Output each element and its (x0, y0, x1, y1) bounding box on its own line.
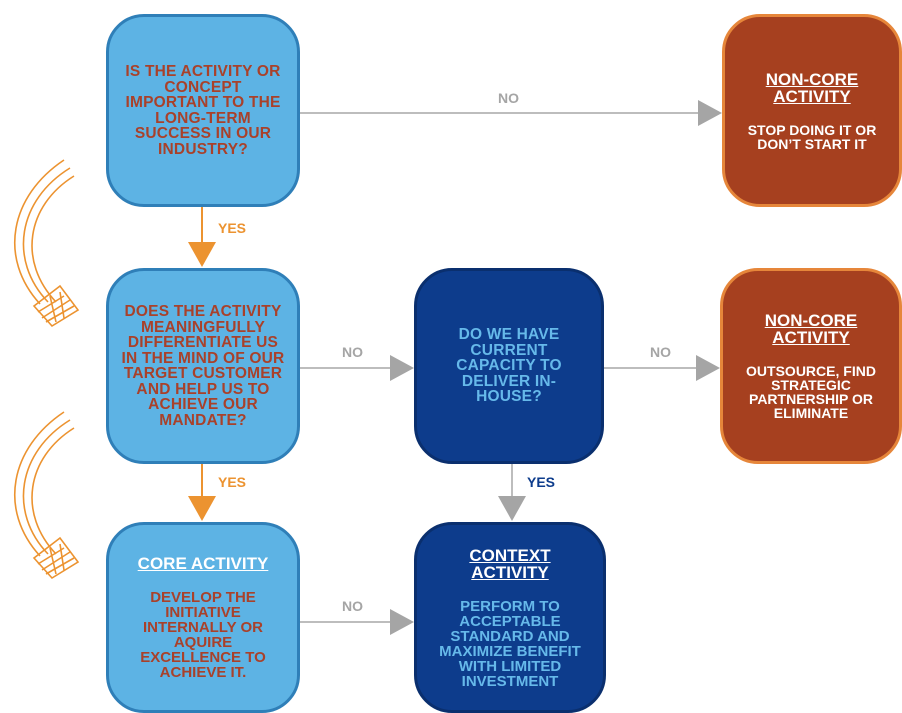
edge-core-no-arrowhead (390, 609, 414, 635)
noncore-2-title: NON-CORE ACTIVITY (764, 311, 858, 347)
outcome-noncore-2: NON-CORE ACTIVITY OUTSOURCE, FIND STRATE… (720, 268, 902, 464)
edge-q3-yes-arrowhead (498, 496, 526, 521)
decision-node-q1: IS THE ACTIVITY OR CONCEPT IMPORTANT TO … (106, 14, 300, 207)
decision-q2-text: DOES THE ACTIVITY MEANINGFULLY DIFFERENT… (121, 303, 285, 429)
core-body: DEVELOP THE INITIATIVE INTERNALLY OR AQU… (140, 589, 266, 681)
edge-label-q1-yes: YES (218, 220, 247, 236)
edge-label-core-no: NO (342, 598, 363, 614)
decision-node-q2: DOES THE ACTIVITY MEANINGFULLY DIFFERENT… (106, 268, 300, 464)
noncore-1-body: STOP DOING IT OR DON’T START IT (747, 121, 877, 152)
decision-q1-text: IS THE ACTIVITY OR CONCEPT IMPORTANT TO … (125, 63, 281, 158)
edge-q1-yes-arrowhead (188, 242, 216, 267)
context-body: PERFORM TO ACCEPTABLE STANDARD AND MAXIM… (439, 597, 581, 690)
edge-label-q2-yes: YES (218, 474, 247, 490)
edge-label-q1-no: NO (498, 90, 519, 106)
decision-node-q3: DO WE HAVE CURRENT CAPACITY TO DELIVER I… (414, 268, 604, 464)
noncore-1-title: NON-CORE ACTIVITY (765, 69, 859, 106)
edge-label-q3-no: NO (650, 344, 671, 360)
edge-q2-yes-arrowhead (188, 496, 216, 521)
core-title: CORE ACTIVITY (137, 554, 269, 573)
edge-label-q2-no: NO (342, 344, 363, 360)
edge-label-q3-yes: YES (527, 474, 556, 490)
edge-q3-no-arrowhead (696, 355, 720, 381)
edge-q1-no-arrowhead (698, 100, 722, 126)
outcome-context: CONTEXT ACTIVITY PERFORM TO ACCEPTABLE S… (414, 522, 606, 713)
context-title: CONTEXT ACTIVITY (469, 545, 551, 582)
outcome-noncore-1: NON-CORE ACTIVITY STOP DOING IT OR DON’T… (722, 14, 902, 207)
edge-q2-no-arrowhead (390, 355, 414, 381)
swoosh-arrow-icon-1 (14, 159, 80, 328)
decision-q3-text: DO WE HAVE CURRENT CAPACITY TO DELIVER I… (456, 326, 562, 406)
outcome-core: CORE ACTIVITY DEVELOP THE INITIATIVE INT… (106, 522, 300, 713)
swoosh-arrow-icon-2 (14, 411, 80, 580)
noncore-2-body: OUTSOURCE, FIND STRATEGIC PARTNERSHIP OR… (746, 363, 876, 421)
